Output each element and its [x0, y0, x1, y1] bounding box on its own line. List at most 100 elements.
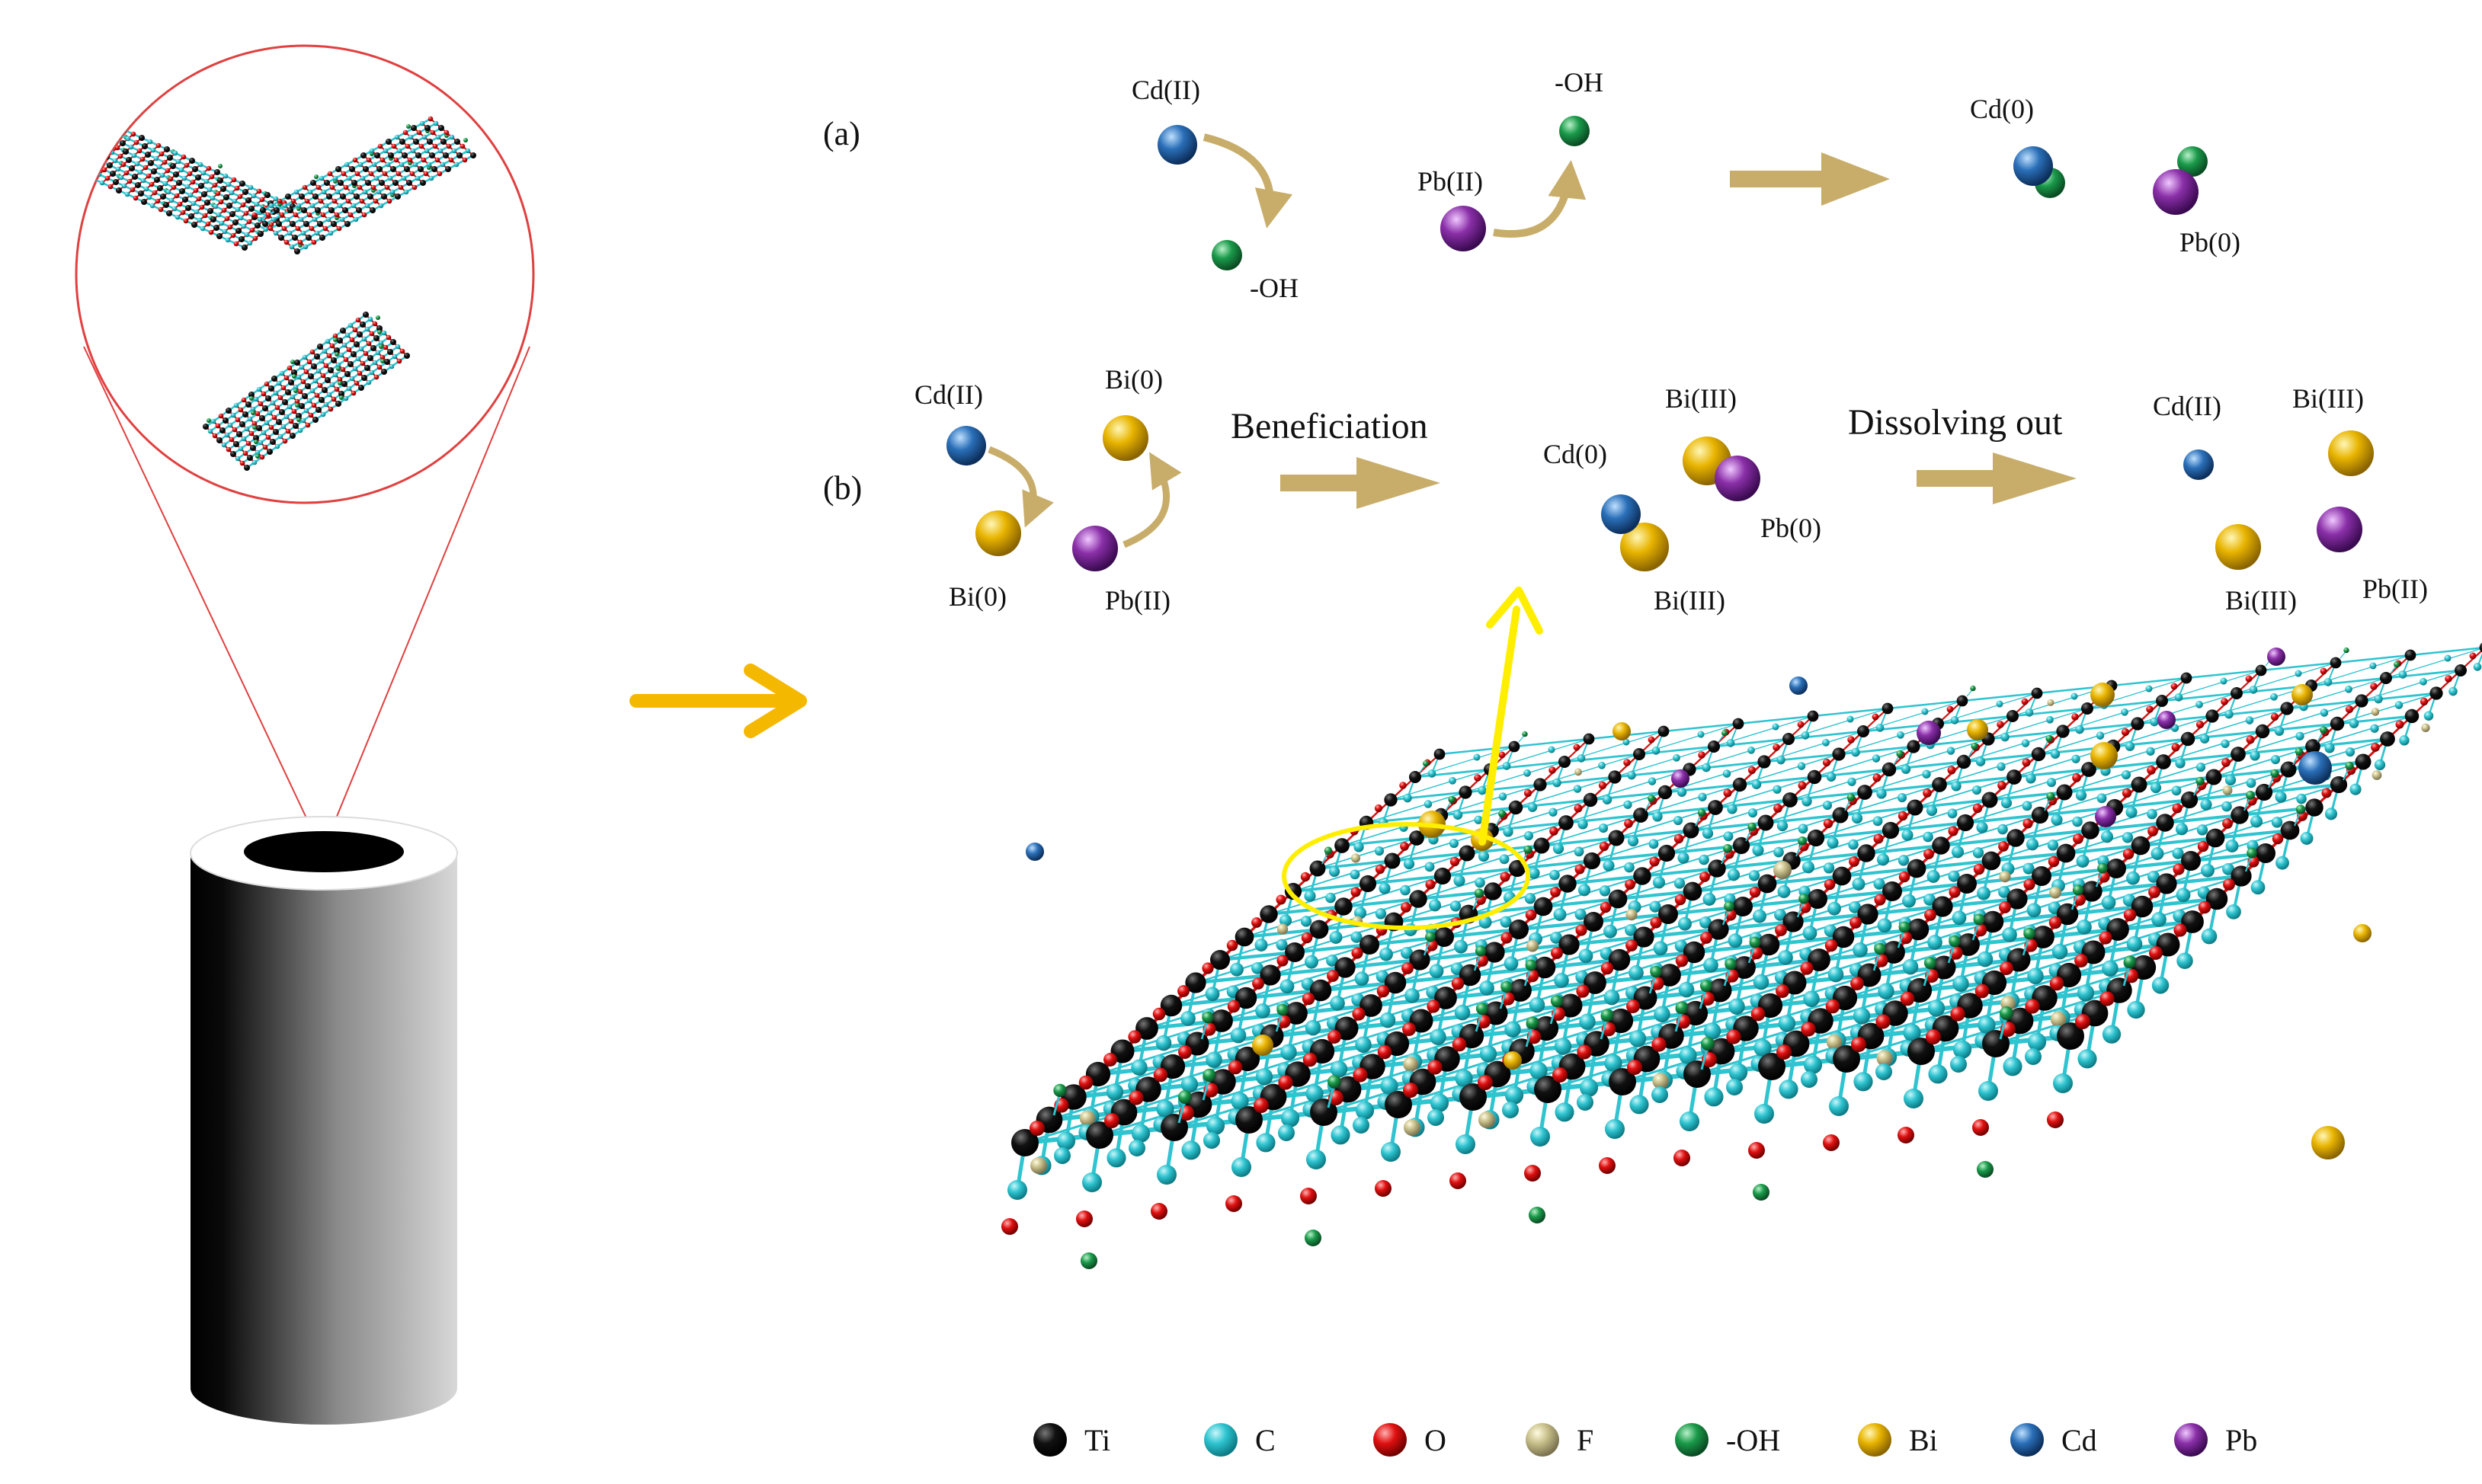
- c-atom: [1430, 1093, 1449, 1112]
- c-atom: [1997, 762, 2006, 771]
- c-atom: [2275, 791, 2287, 803]
- o-atom: [82, 172, 88, 178]
- oh-atom: [218, 164, 223, 168]
- ti-atom: [2255, 783, 2273, 801]
- c-ti-bond: [1414, 768, 1491, 779]
- c-atom: [2151, 846, 2164, 860]
- ti-atom: [1807, 710, 1819, 722]
- c-ti-bond: [1591, 852, 1667, 862]
- c-atom: [247, 240, 253, 246]
- c-atom: [319, 358, 325, 364]
- c-ti-bond: [1367, 852, 1468, 884]
- ti-atom: [145, 152, 151, 158]
- o-atom: [1700, 932, 1712, 944]
- o-atom: [2321, 788, 2332, 798]
- c-atom: [1454, 1004, 1471, 1021]
- flake-bond: [69, 163, 74, 168]
- o-atom: [2073, 833, 2083, 844]
- ti-atom: [2479, 642, 2482, 653]
- o-atom: [361, 212, 367, 218]
- o-atom: [290, 198, 296, 204]
- c-atom: [1748, 870, 1760, 881]
- o-atom: [1600, 961, 1614, 975]
- oh-atom: [249, 396, 254, 401]
- c-atom: [251, 459, 258, 465]
- c-atom: [1577, 819, 1588, 830]
- ti-atom: [244, 465, 250, 471]
- c-atom: [1926, 804, 1938, 817]
- c-atom: [2051, 814, 2063, 826]
- o-atom: [218, 413, 224, 419]
- c-atom: [106, 141, 112, 147]
- c-atom: [1699, 916, 1712, 929]
- ti-atom: [135, 182, 141, 188]
- panel-b: (b) Cd(II) Bi(0) Bi(0) Pb(II) Beneficiat…: [823, 364, 2428, 616]
- ti-atom: [413, 139, 419, 145]
- oh-atom: [1701, 1037, 1715, 1051]
- c-atom: [1950, 1056, 1967, 1073]
- c-atom: [314, 230, 320, 236]
- ti-atom: [1832, 866, 1852, 886]
- oh-label: -OH: [1555, 67, 1603, 98]
- o-atom: [359, 198, 365, 204]
- ti-atom: [2180, 672, 2192, 684]
- o-atom: [336, 225, 342, 232]
- c-atom: [378, 340, 384, 346]
- ti-atom: [1434, 987, 1457, 1009]
- legend-label: -OH: [1726, 1423, 1780, 1457]
- ti-atom: [1558, 934, 1580, 955]
- c-ti-bond: [1617, 868, 1718, 900]
- c-atom: [335, 189, 341, 195]
- oh-atom: [1423, 760, 1429, 767]
- oh-atom: [2246, 791, 2255, 800]
- o-atom: [340, 366, 346, 373]
- c-atom: [392, 353, 398, 360]
- c-atom: [2448, 686, 2458, 696]
- o-atom: [1872, 773, 1882, 782]
- ti-atom: [2280, 702, 2294, 715]
- o-atom: [133, 139, 139, 146]
- c-atom: [1977, 951, 1994, 967]
- o-atom: [329, 184, 335, 190]
- c-ti-bond: [1990, 830, 2091, 862]
- o-atom: [1997, 721, 2004, 728]
- c-atom: [147, 139, 153, 145]
- c-atom: [2423, 711, 2434, 721]
- c-ti-bond: [1890, 799, 1990, 831]
- o-atom: [1776, 984, 1789, 998]
- c-ti-bond: [1244, 906, 1344, 938]
- c-atom: [2126, 935, 2143, 952]
- o-atom: [1999, 901, 2011, 913]
- o-atom: [114, 145, 120, 151]
- o-atom: [346, 347, 352, 353]
- o-atom: [1776, 1044, 1792, 1060]
- zoom-view: [69, 44, 535, 852]
- o-atom: [283, 375, 290, 381]
- c-atom: [1727, 868, 1741, 881]
- ti-atom: [1733, 897, 1753, 916]
- ti-atom: [2156, 754, 2171, 769]
- o-atom: [412, 184, 418, 190]
- oh-atom: [2270, 769, 2279, 778]
- c-ti-bond: [2039, 784, 2140, 816]
- c-atom: [1747, 746, 1755, 754]
- o-atom: [322, 225, 328, 232]
- o-atom: [380, 354, 386, 360]
- ti-atom: [399, 139, 405, 145]
- c-atom: [1479, 1045, 1497, 1063]
- o-atom: [396, 171, 402, 177]
- o-atom: [337, 376, 343, 382]
- o-atom: [396, 358, 402, 364]
- c-atom: [2270, 755, 2281, 765]
- c-atom: [435, 134, 441, 140]
- c-ti-bond: [1914, 798, 1990, 809]
- c-atom: [1577, 1094, 1593, 1111]
- o-atom: [158, 206, 164, 213]
- c-atom: [1300, 916, 1312, 927]
- o-atom: [1350, 887, 1361, 897]
- c-atom: [90, 155, 96, 161]
- o-atom: [1577, 1044, 1592, 1060]
- c-ti-bond: [1840, 806, 1916, 817]
- o-atom: [351, 390, 357, 396]
- c-atom: [2125, 741, 2135, 751]
